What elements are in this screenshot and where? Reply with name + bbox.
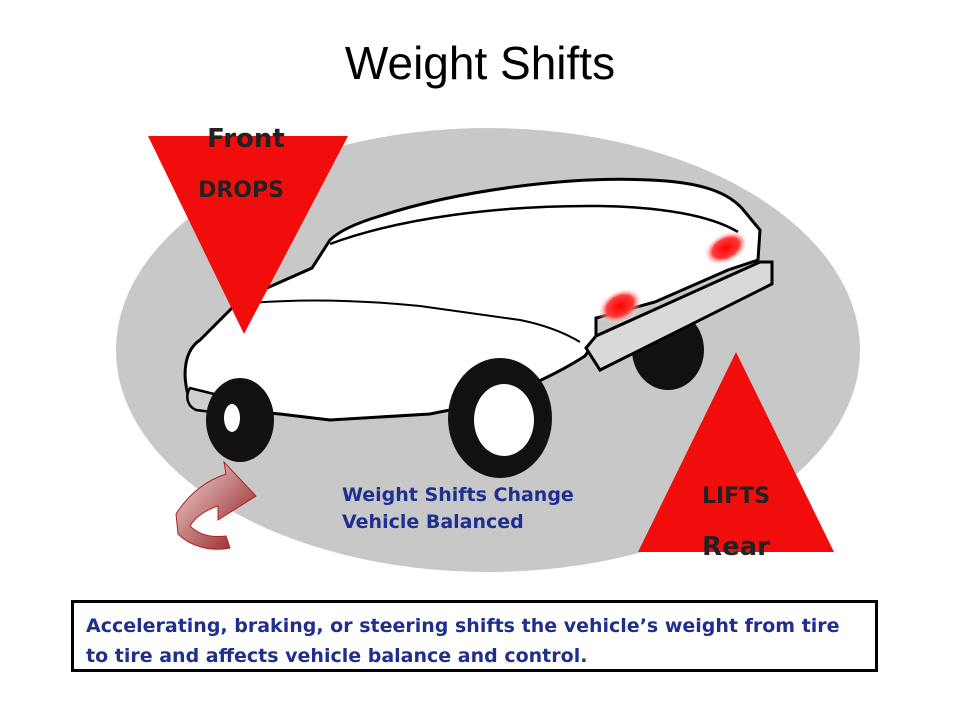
caption-line-2: Vehicle Balanced — [342, 511, 524, 533]
caption-line-1: Weight Shifts Change — [342, 484, 574, 506]
front-wheel — [206, 378, 274, 462]
car-side-line — [239, 299, 581, 343]
rear-label: Rear — [701, 532, 771, 562]
front-drops-triangle — [148, 136, 348, 334]
tail-light-left — [597, 287, 643, 325]
lifts-label: LIFTS — [701, 484, 771, 509]
middle-hubcap — [474, 384, 534, 456]
slide-title: Weight Shifts — [344, 37, 616, 89]
front-label: Front — [207, 124, 285, 154]
rear-lifts-triangle — [638, 352, 834, 552]
drops-label: DROPS — [198, 178, 284, 203]
car-roofline — [329, 204, 739, 246]
tail-light-right — [703, 230, 749, 266]
rotation-arrow-icon — [175, 460, 257, 550]
rear-bumper — [584, 260, 774, 372]
weight-shift-caption: Weight Shifts Change Vehicle Balanced — [342, 482, 602, 536]
info-box: Accelerating, braking, or steering shift… — [71, 600, 878, 672]
front-hubcap — [224, 404, 240, 432]
